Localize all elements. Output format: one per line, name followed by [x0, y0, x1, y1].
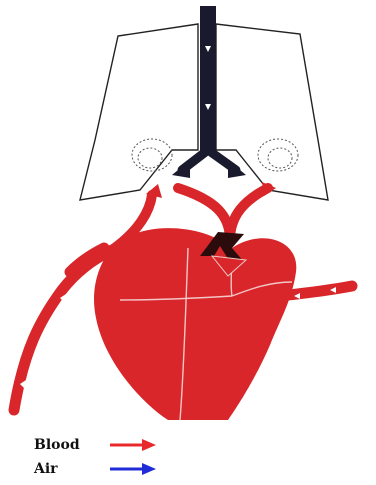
- red-arrow-icon: [108, 437, 158, 453]
- trachea: [200, 6, 216, 154]
- legend-blood: Blood: [34, 435, 194, 455]
- legend-blood-label: Blood: [34, 437, 108, 453]
- left-bronchus-arrowhead: [172, 160, 190, 178]
- right-bronchus-arrowhead: [228, 160, 246, 178]
- legend-air: Air: [34, 459, 194, 479]
- legend-air-label: Air: [34, 461, 108, 477]
- heart: [94, 228, 296, 420]
- systemic-vein: [14, 250, 112, 410]
- blue-arrow-icon: [108, 461, 158, 477]
- bronchi: [182, 150, 236, 170]
